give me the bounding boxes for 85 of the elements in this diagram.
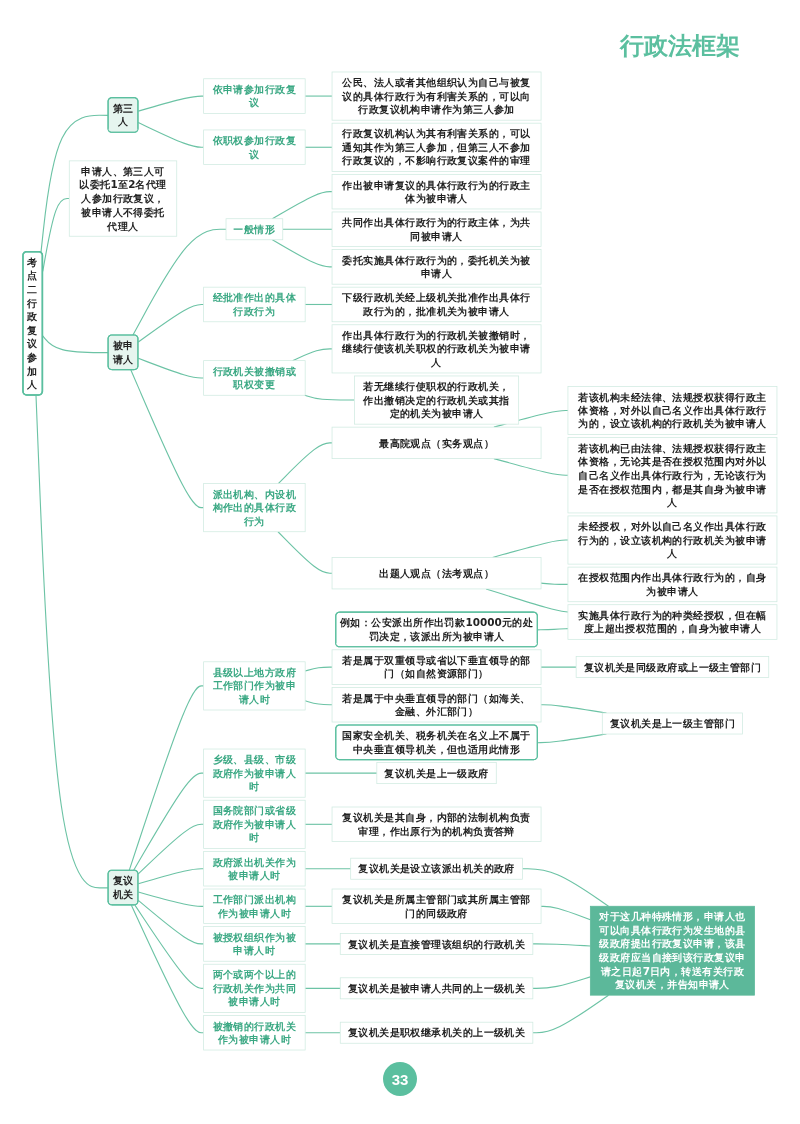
node-box: 复议机关是上一级主管部门 <box>601 712 744 735</box>
node-box: 申请人、第三人可以委托1至2名代理人参加行政复议，被申请人不得委托代理人 <box>68 160 178 237</box>
connector <box>271 239 333 268</box>
connector <box>277 531 333 574</box>
node-box: 被授权组织作为被申请人时 <box>203 926 306 962</box>
node-box: 若该机构已由法律、法规授权获得行政主体资格，无论其是否在授权范围内对外以自己名义作出具体行政行为，无论该行为是否在授权范围内，都是其自身为被申请人 <box>567 437 778 514</box>
node-box: 若是属于双重领导或省以下垂直领导的部门（如自然资源部门） <box>331 649 542 685</box>
connector <box>304 95 333 97</box>
node-box: 被撤销的行政机关作为被申请人时 <box>203 1015 306 1051</box>
connector <box>532 976 591 989</box>
connector <box>277 442 333 485</box>
connector <box>282 228 333 230</box>
connector <box>132 228 227 336</box>
page-header: 行政法框架 <box>620 31 740 61</box>
connector <box>128 685 205 872</box>
connector <box>537 628 569 631</box>
node-box: 出题人观点（法考观点） <box>331 557 542 590</box>
connector <box>304 666 333 672</box>
connector <box>133 772 205 872</box>
node-box: 若该机构未经法律、法规授权获得行政主体资格，对外以自己名义作出具体行政行为的，设立该机构的行政机关为被申请人 <box>567 386 778 435</box>
node-box: 未经授权，对外以自己名义作出具体行政行为的，设立该机构的行政机关为被申请人 <box>567 515 778 565</box>
node-box: 委托实施具体行政行为的，委托机关为被申请人 <box>331 249 542 285</box>
node-box: 行政机关被撤销或职权变更 <box>203 360 306 396</box>
connector <box>137 357 205 379</box>
connector <box>304 1032 341 1034</box>
node-box: 共同作出具体行政行为的行政主体，为共同被申请人 <box>331 211 542 247</box>
node-box: 依申请参加行政复议 <box>203 78 306 114</box>
connector <box>130 904 205 1034</box>
node-box: 乡级、县级、市级政府作为被申请人时 <box>203 748 306 798</box>
node-box: 在授权范围内作出具体行政行为的，自身为被申请人 <box>567 566 778 603</box>
connector <box>304 700 333 706</box>
connector <box>304 987 341 989</box>
connector <box>137 303 205 343</box>
connector <box>304 146 333 148</box>
connector <box>304 303 333 306</box>
connector <box>532 994 610 1034</box>
node-box: 政府派出机关作为被申请人时 <box>203 851 306 887</box>
node-box: 工作部门派出机构作为被申请人时 <box>203 888 306 924</box>
node-box: 最高院观点（实务观点） <box>331 426 542 459</box>
connector <box>304 394 355 401</box>
node-box: 实施具体行政行为的种类经授权，但在幅度上超出授权范围的，自身为被申请人 <box>567 604 778 640</box>
node-box: 复议机关是上一级政府 <box>376 762 497 785</box>
node-box: 派出机构、内设机构作出的具体行政行为 <box>203 483 306 533</box>
node-box: 复议机关是直接管理该组织的行政机关 <box>339 933 534 955</box>
node-box: 若是属于中央垂直领导的部门（如海关、金融、外汇部门） <box>331 687 542 723</box>
connector <box>134 904 205 989</box>
node-box: 复议机关是其自身，内部的法制机构负责审理，作出原行为的机构负责答辩 <box>331 806 542 842</box>
node-box: 复议机关是被申请人共同的上一级机关 <box>339 977 534 1000</box>
node-box: 一般情形 <box>225 218 284 241</box>
connector <box>271 191 333 220</box>
connector <box>540 905 591 921</box>
node-box: 若无继续行使职权的行政机关，作出撤销决定的行政机关或其指定的机关为被申请人 <box>354 375 520 425</box>
connector <box>130 369 205 509</box>
node-box: 复议机关是职权继承机关的上一级机关 <box>339 1021 534 1044</box>
connector <box>137 95 205 112</box>
node-box: 国务院部门或省级政府作为被申请人时 <box>203 799 306 849</box>
connector <box>137 868 205 885</box>
node-box: 县级以上地方政府工作部门作为被申请人时 <box>203 661 306 711</box>
connector <box>532 943 591 947</box>
connector <box>137 121 205 148</box>
node-box: 两个或两个以上的行政机关作为共同被申请人时 <box>203 963 306 1013</box>
node-box: 下级行政机关经上级机关批准作出具体行政行为的，批准机关为被申请人 <box>331 286 542 323</box>
node-box: 复议机关是设立该派出机关的政府 <box>350 857 523 880</box>
connector <box>304 868 352 870</box>
connector <box>137 823 205 875</box>
connector <box>521 868 610 907</box>
connector <box>540 582 569 585</box>
page-number: 33 <box>383 1062 417 1096</box>
connector <box>540 666 577 668</box>
node-box: 复议机关是所属主管部门或其所属主管部门的同级政府 <box>331 888 542 924</box>
node-box: 复议机关是同级政府或上一级主管部门 <box>575 656 770 678</box>
connector <box>304 905 333 907</box>
connector <box>137 899 205 945</box>
node-box: 作出具体行政行为的行政机关被撤销时，继续行使该机关职权的行政机关为被申请人 <box>331 324 542 374</box>
node-box: 公民、法人或者其他组织认为自己与被复议的具体行政行为有利害关系的，可以向行政复议机构申请作为第三人参加 <box>331 71 542 121</box>
node-box: 作出被申请复议的具体行政行为的行政主体为被申请人 <box>331 173 542 210</box>
connector <box>304 943 341 945</box>
node-box: 行政复议机构认为其有利害关系的，可以通知其作为第三人参加，但第三人不参加行政复议的，不影响行政复议案件的审理 <box>331 122 542 172</box>
connector <box>292 348 333 362</box>
connector <box>304 823 333 825</box>
connector <box>304 772 378 774</box>
node-box: 经批准作出的具体行政行为 <box>203 286 306 323</box>
connector <box>137 891 205 907</box>
node-box: 对于这几种特殊情形，申请人也可以向具体行政行为发生地的县级政府提出行政复议申请，该县级政府应当自接到该行政复议申请之日起7日内，转送有关行政复议机关，并告知申请人 <box>590 905 755 996</box>
node-box: 依职权参加行政复议 <box>203 129 306 165</box>
